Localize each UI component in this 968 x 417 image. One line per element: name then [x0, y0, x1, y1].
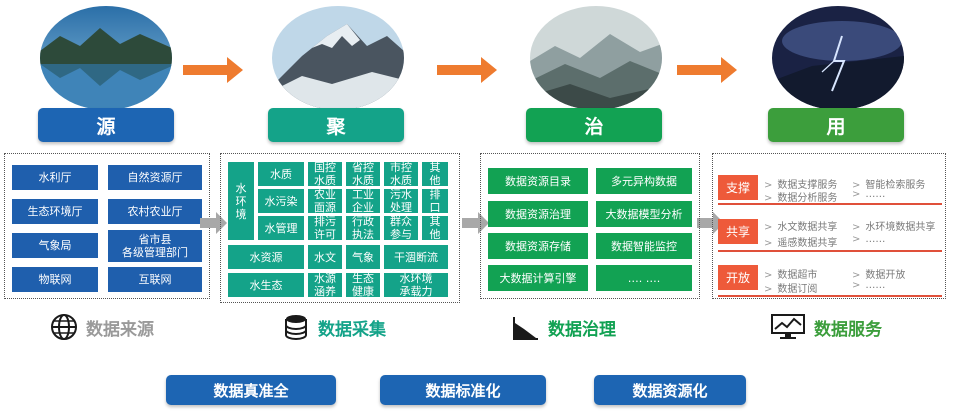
collect-cell: 工业 企业 — [346, 188, 380, 214]
globe-icon — [51, 314, 77, 340]
govern-item: 大数据计算引擎 — [488, 265, 588, 291]
govern-item: 数据资源目录 — [488, 168, 588, 194]
source-item: 自然资源厅 — [108, 165, 202, 190]
stage-title-apply: 用 — [768, 108, 904, 142]
service-tag-share: 共享 — [718, 219, 758, 244]
collect-cell: 水文 — [308, 245, 342, 269]
collect-cell: 农业 面源 — [308, 188, 342, 214]
orange-arrow-2 — [437, 57, 497, 83]
collect-cell: 水生态 — [228, 273, 304, 297]
service-item: >遥感数据共享 — [764, 238, 838, 249]
collect-cell: 行政 执法 — [346, 215, 380, 241]
service-tag-open: 开放 — [718, 265, 758, 290]
database-icon — [285, 315, 307, 340]
category-data-service: 数据服务 — [770, 313, 882, 341]
category-label: 数据治理 — [548, 319, 616, 340]
govern-item: 数据资源存储 — [488, 233, 588, 259]
orange-arrow-1 — [183, 57, 243, 83]
source-item: 省市县 各级管理部门 — [108, 230, 202, 262]
orange-arrow-3 — [677, 57, 737, 83]
lightning-storm-photo — [772, 6, 904, 110]
collect-cell: 其 他 — [422, 161, 448, 187]
collect-panel — [220, 153, 460, 303]
service-item: >数据订阅 — [764, 284, 818, 295]
category-label: 数据服务 — [814, 319, 882, 340]
service-panel — [712, 153, 946, 299]
collect-cell: 省控 水质 — [346, 161, 380, 187]
service-item: >…… — [852, 189, 886, 200]
lake-mountain-photo — [40, 6, 172, 110]
service-item: >数据支撑服务 — [764, 180, 838, 191]
service-item: >数据超市 — [764, 270, 818, 281]
stage-title-collect: 聚 — [268, 108, 404, 142]
collect-cell: 气象 — [346, 245, 380, 269]
pill-data-accuracy: 数据真准全 — [166, 375, 336, 405]
collect-cell: 排 口 — [422, 188, 448, 214]
collect-cell: 水资源 — [228, 245, 304, 269]
monitor-chart-icon — [771, 314, 805, 339]
service-item: >水文数据共享 — [764, 222, 838, 233]
collect-cell: 生态 健康 — [346, 272, 380, 298]
service-divider — [718, 295, 942, 297]
service-item: >数据分析服务 — [764, 193, 838, 204]
govern-item: 数据资源治理 — [488, 201, 588, 227]
stage-title-source: 源 — [38, 108, 174, 142]
collect-cell: 排污 许可 — [308, 215, 342, 241]
grey-arrow-2 — [462, 212, 489, 234]
collect-cell: 污水 处理 — [384, 188, 418, 214]
source-item: 水利厅 — [12, 165, 98, 190]
water-env-label: 水 环 境 — [228, 162, 254, 240]
service-tag-support: 支撑 — [718, 175, 758, 200]
govern-item: 大数据模型分析 — [596, 201, 692, 227]
source-item: 生态环境厅 — [12, 199, 98, 224]
collect-cell: 水质 — [258, 162, 304, 186]
collect-cell: 水管理 — [258, 216, 304, 240]
category-label: 数据来源 — [86, 319, 154, 340]
collect-cell: 市控 水质 — [384, 161, 418, 187]
govern-item: 数据智能监控 — [596, 233, 692, 259]
category-data-collect: 数据采集 — [282, 313, 386, 341]
service-item: >…… — [852, 234, 886, 245]
collect-cell: 水环境 承载力 — [384, 272, 448, 298]
source-item: 互联网 — [108, 267, 202, 292]
collect-cell: 国控 水质 — [308, 161, 342, 187]
grey-arrow-3 — [697, 212, 724, 234]
pill-data-standardization: 数据标准化 — [380, 375, 546, 405]
service-divider — [718, 203, 942, 205]
govern-item: …. …. — [596, 265, 692, 291]
service-item: >数据开放 — [852, 270, 906, 281]
source-item: 物联网 — [12, 267, 98, 292]
stage-title-govern: 治 — [526, 108, 662, 142]
service-item: >智能检索服务 — [852, 180, 926, 191]
collect-cell: 水源 涵养 — [308, 272, 342, 298]
pill-data-resourcification: 数据资源化 — [594, 375, 746, 405]
collect-cell: 干涸断流 — [384, 245, 448, 269]
category-data-govern: 数据治理 — [512, 313, 616, 341]
misty-mountain-photo — [530, 6, 662, 110]
govern-panel — [480, 153, 700, 299]
service-divider — [718, 250, 942, 252]
collect-cell: 水污染 — [258, 189, 304, 213]
service-item: >水环境数据共享 — [852, 222, 936, 233]
service-item: >…… — [852, 280, 886, 291]
collect-cell: 群众 参与 — [384, 215, 418, 241]
category-data-source: 数据来源 — [50, 313, 154, 341]
snow-mountain-photo — [272, 6, 404, 110]
source-item: 农村农业厅 — [108, 199, 202, 224]
collect-cell: 其 他 — [422, 215, 448, 241]
area-chart-icon — [513, 317, 538, 340]
govern-item: 多元异构数据 — [596, 168, 692, 194]
category-label: 数据采集 — [318, 319, 386, 340]
source-item: 气象局 — [12, 233, 98, 258]
